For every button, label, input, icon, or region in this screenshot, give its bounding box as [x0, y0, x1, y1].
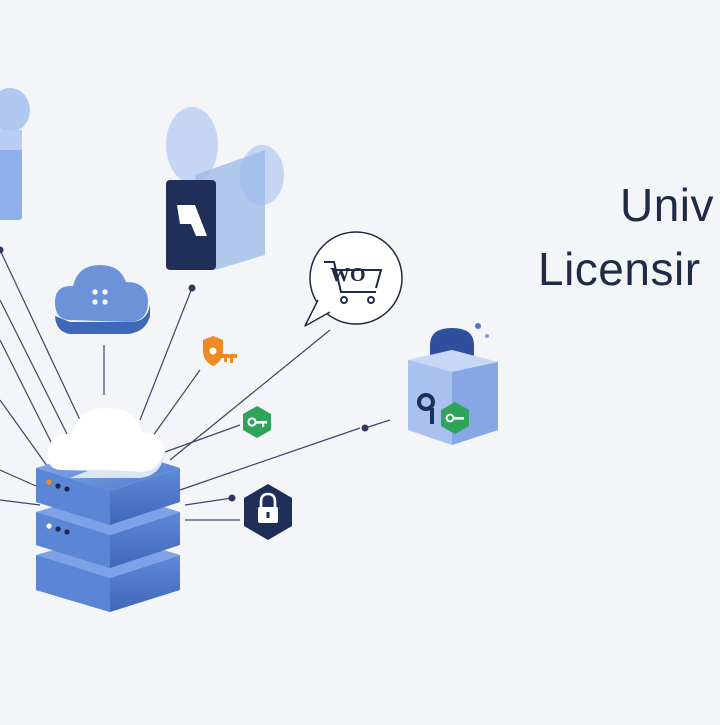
- shield-key-icon: [203, 336, 237, 366]
- brand-tile-icon: [166, 107, 284, 270]
- cloud-icon: [47, 408, 164, 478]
- connection-lines: [0, 249, 391, 521]
- hex-key-icon: [243, 406, 271, 438]
- shopping-cart-icon: [324, 261, 383, 304]
- cart-bubble: WO: [304, 231, 403, 327]
- key-box-icon: [408, 323, 498, 445]
- lock-hexagon-icon: [244, 484, 292, 540]
- cloud-box-icon: [0, 88, 30, 220]
- connection-nodes: [0, 246, 369, 502]
- server-stack-icon: [36, 446, 180, 612]
- cloud-dots-icon: [55, 265, 150, 334]
